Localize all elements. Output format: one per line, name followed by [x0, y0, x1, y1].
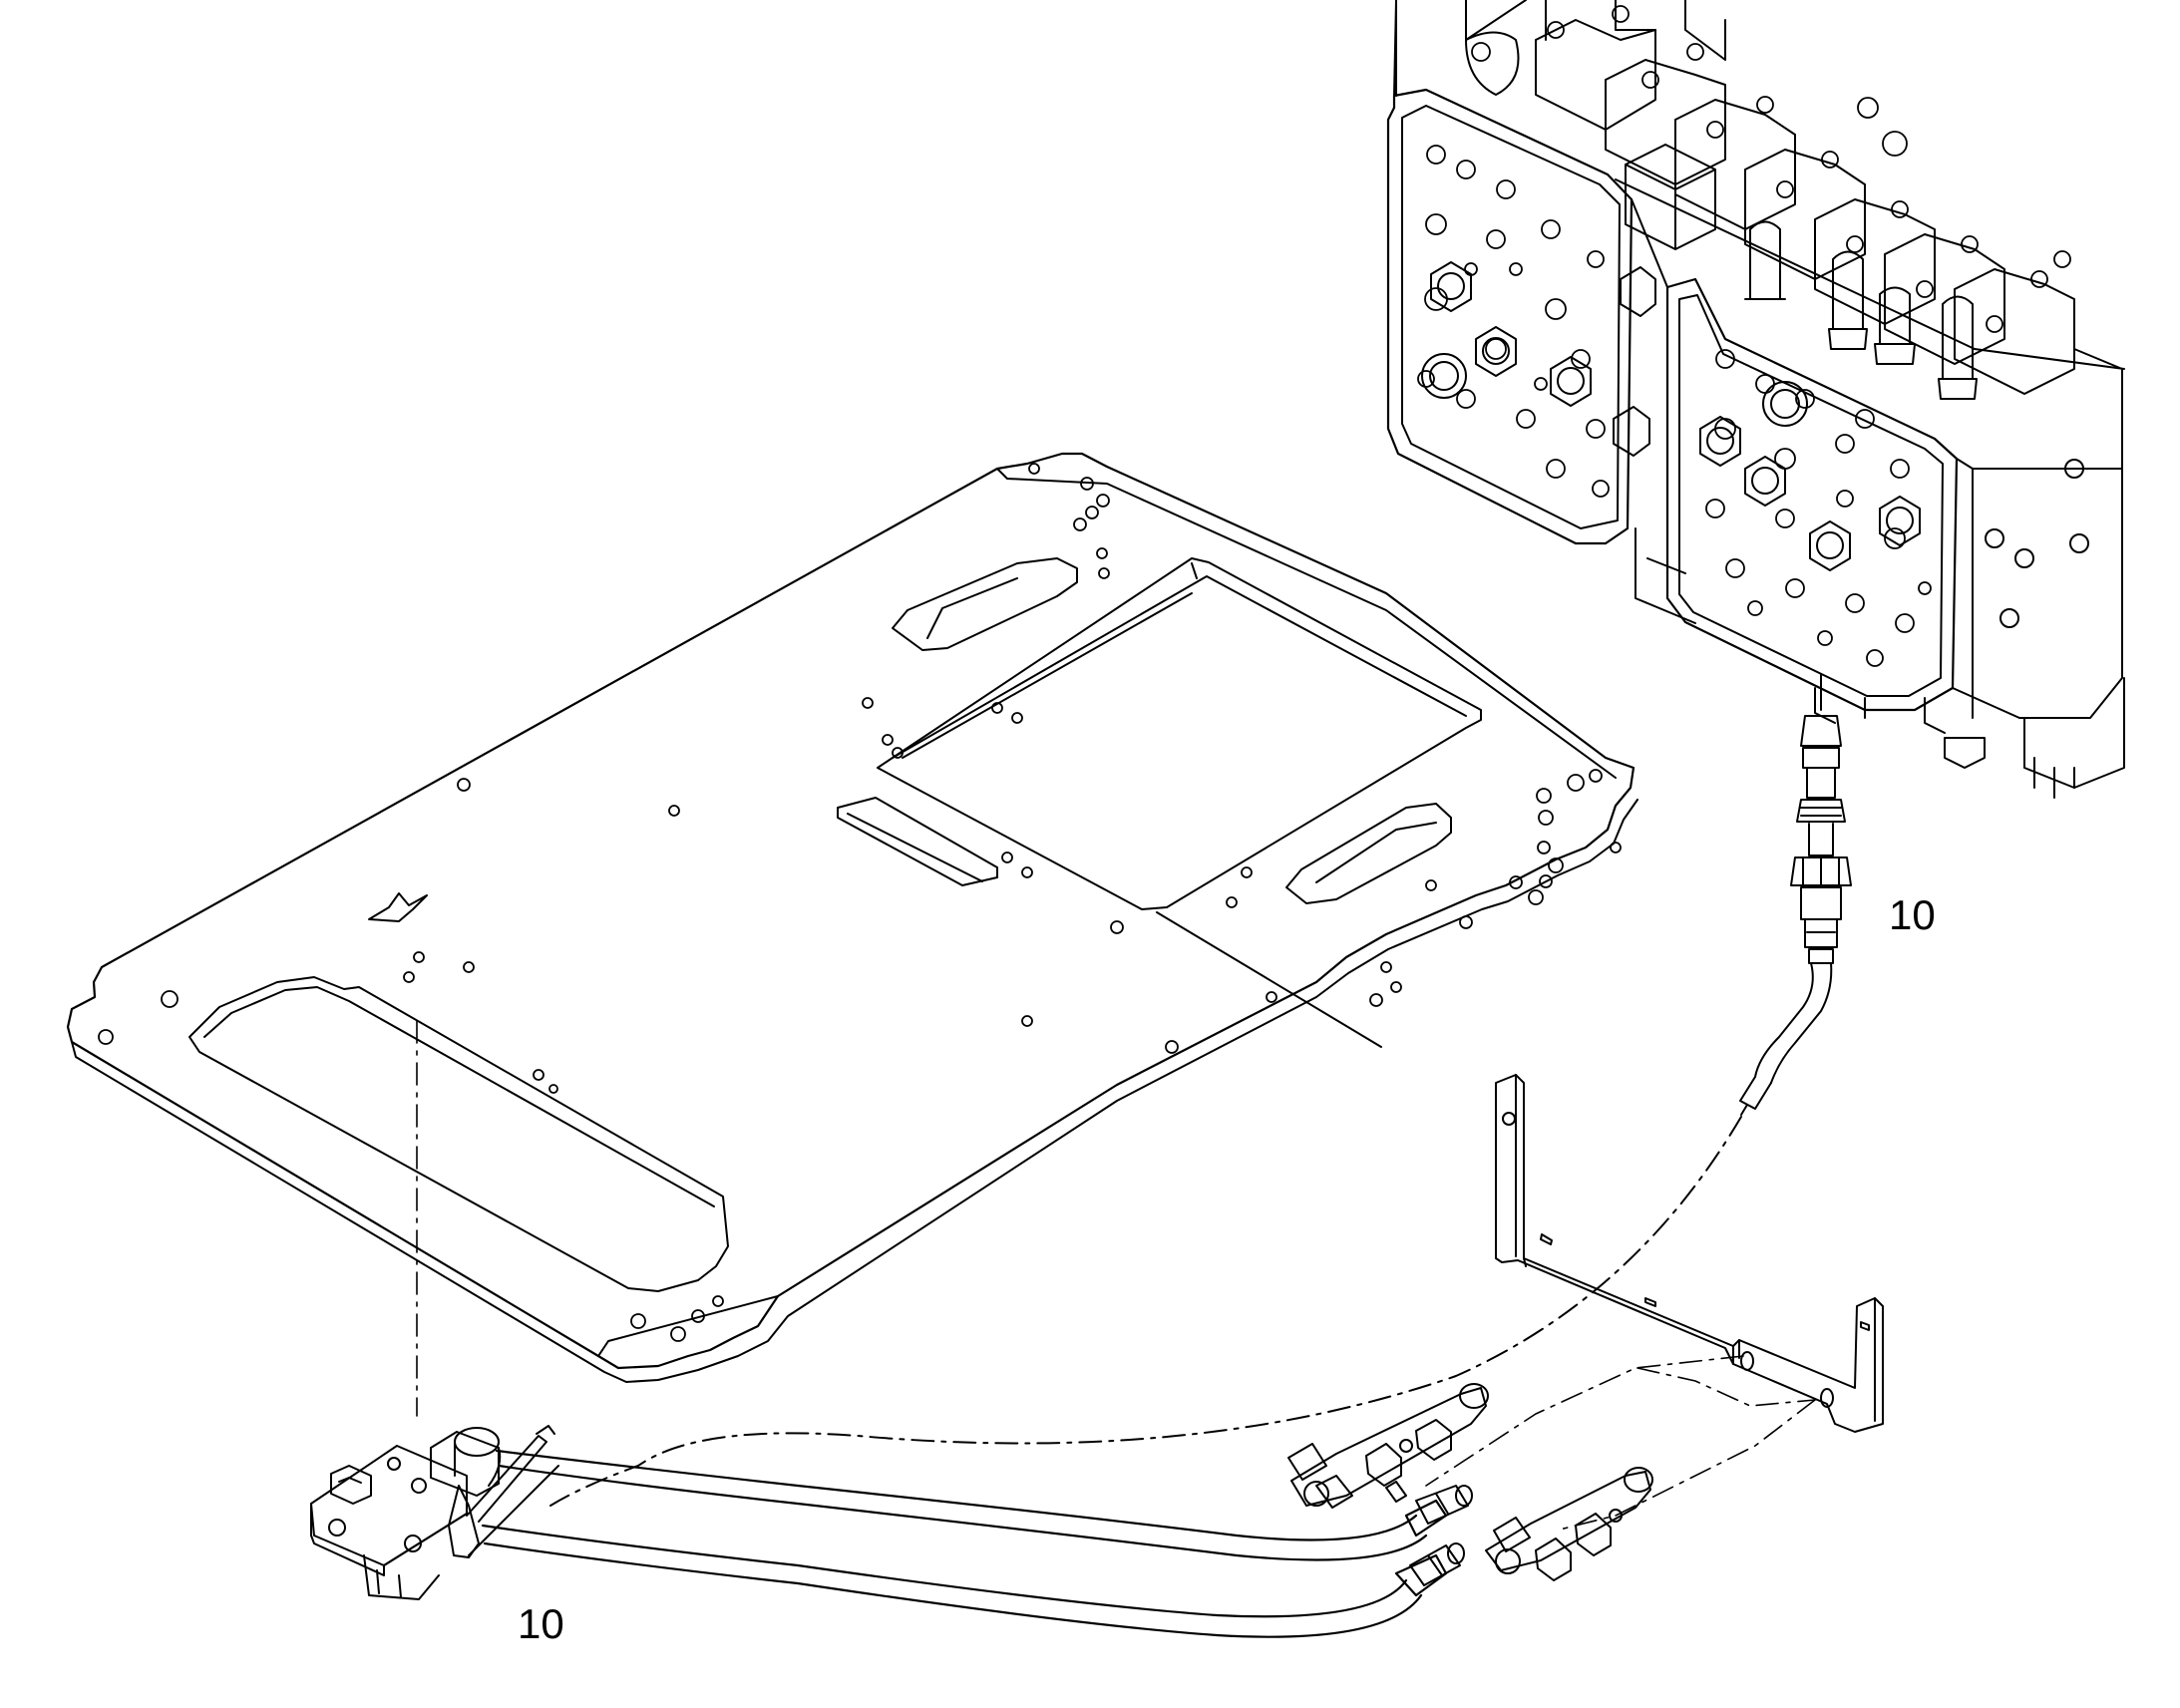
sensor-cable: [549, 962, 1833, 1507]
pilot-valve: [310, 1425, 559, 1600]
hydraulic-hoses: [481, 1449, 1448, 1638]
callout-number-bottom: 10: [518, 1600, 564, 1647]
cab-floor-plate: [66, 452, 1638, 1383]
callout-number-top: 10: [1889, 891, 1936, 938]
leader-lines: [416, 1020, 1816, 1532]
hose-fittings: [1287, 1383, 1653, 1586]
mounting-bracket: [1495, 1074, 1884, 1433]
control-valve-block: [1386, 0, 2125, 799]
pressure-sensor: [1790, 673, 1852, 964]
